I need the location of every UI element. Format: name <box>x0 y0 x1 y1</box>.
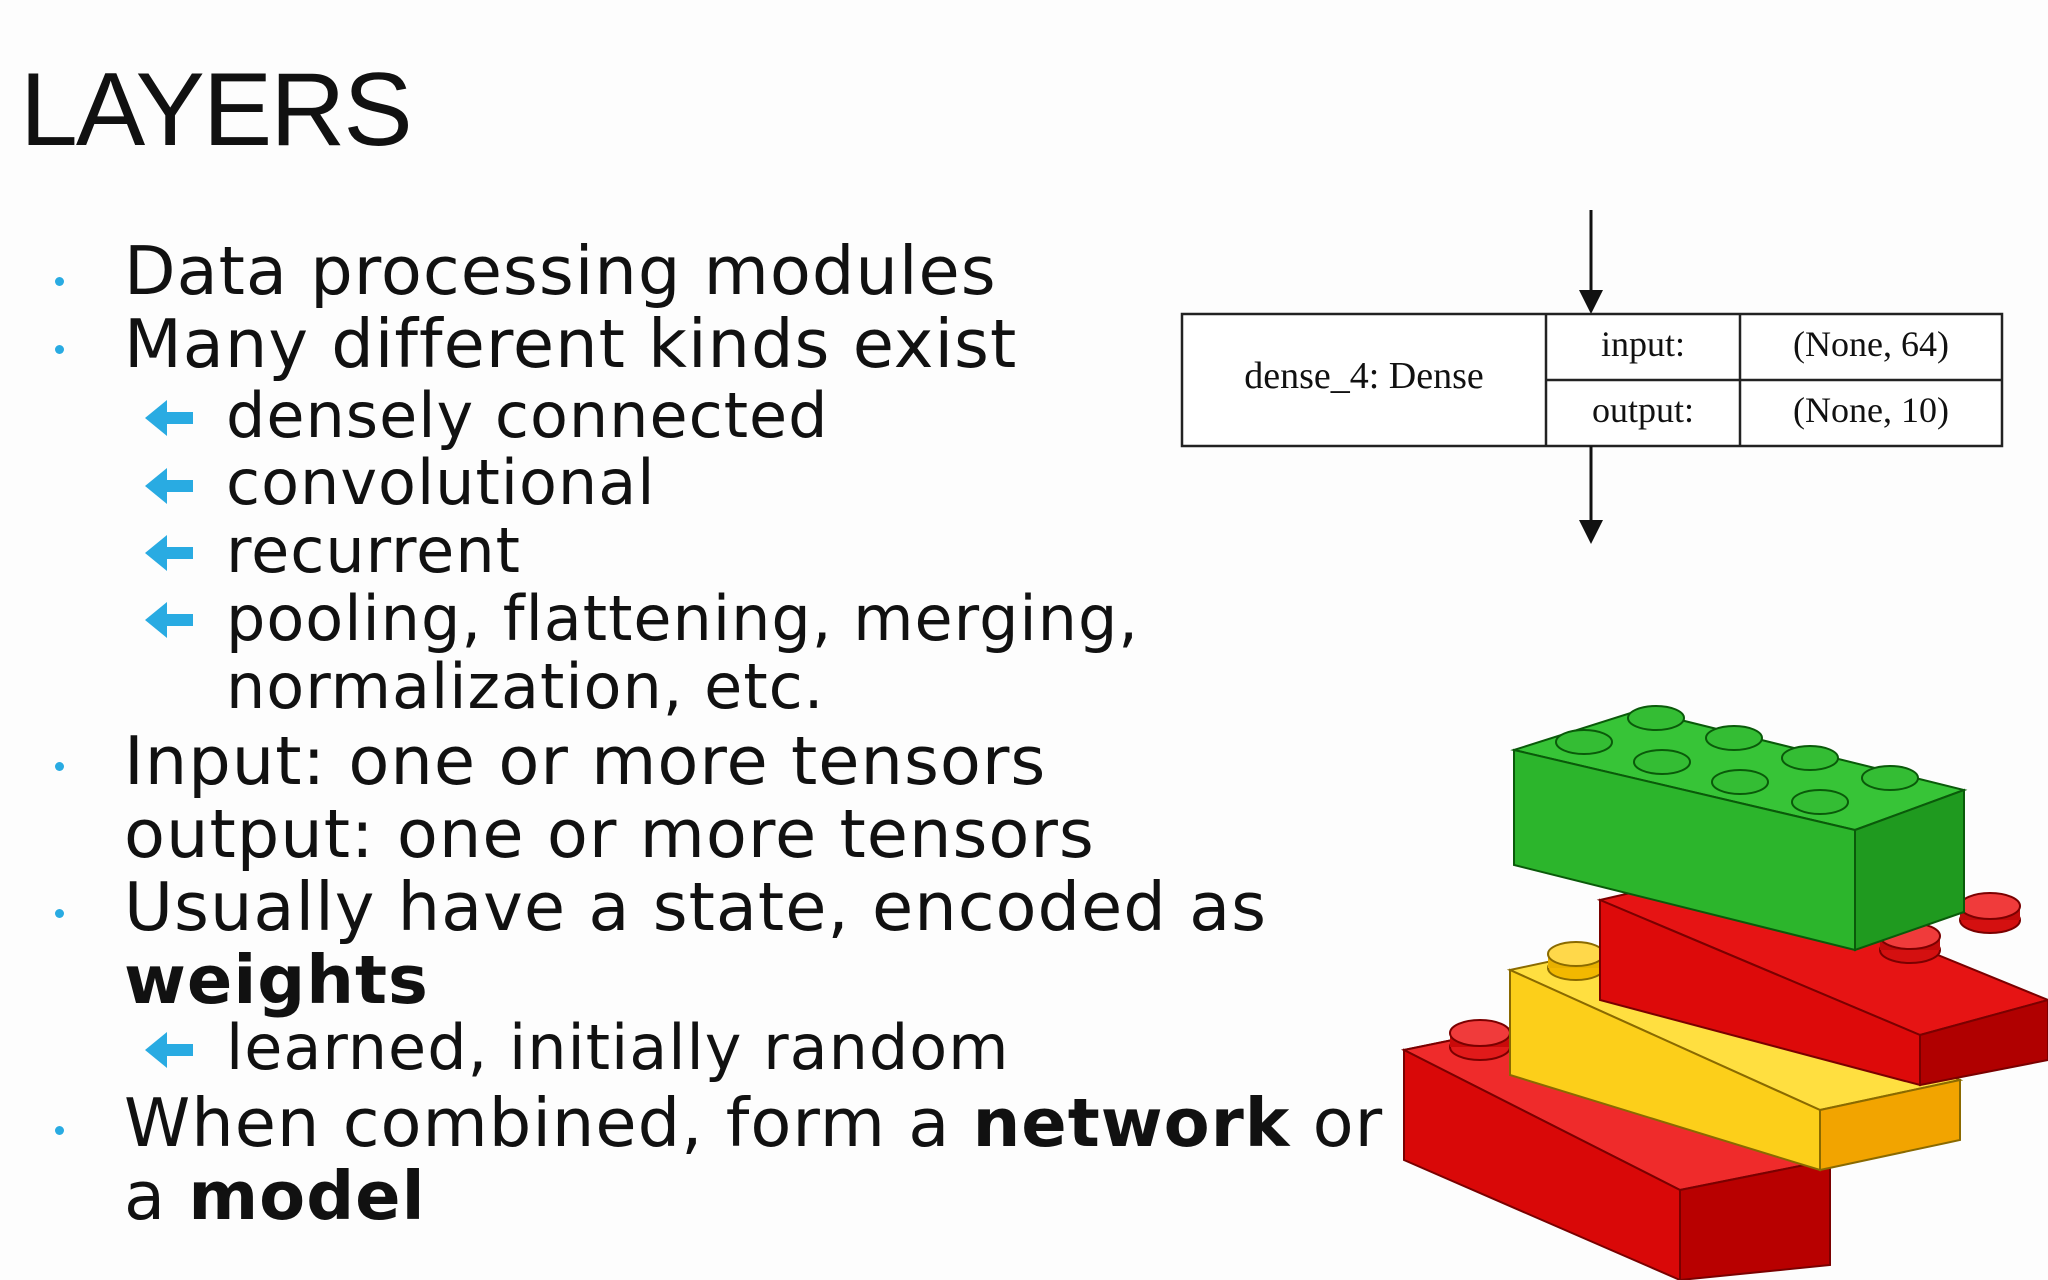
sub-bullet-item: densely connected <box>226 379 829 452</box>
layer-name: dense_4: Dense <box>1244 355 1484 397</box>
bullet-item: Usually have a state, encoded as <box>124 868 1268 946</box>
bullet-emphasis: model <box>188 1157 426 1235</box>
bullet-dot <box>55 345 64 354</box>
sub-bullet-item: pooling, flattening, merging, <box>226 582 1140 655</box>
arrow-left-icon <box>145 602 193 638</box>
bullet-item: Data processing modules <box>124 232 997 310</box>
bullet-dot <box>55 1126 64 1135</box>
bullet-text: a <box>124 1157 189 1235</box>
lego-bricks-illustration <box>1400 705 2048 1280</box>
sub-bullet-item: recurrent <box>226 514 521 587</box>
bullet-emphasis: network <box>972 1084 1291 1162</box>
output-arrow-head <box>1579 520 1603 544</box>
arrow-left-icon <box>145 535 193 571</box>
bullet-continuation: a model <box>124 1163 426 1230</box>
bullet-dot <box>55 909 64 918</box>
input-shape: (None, 64) <box>1793 324 1949 364</box>
arrow-left-icon <box>145 400 193 436</box>
input-label: input: <box>1601 324 1685 364</box>
bullet-item: When combined, form a network or <box>124 1090 1383 1157</box>
lego-brick-green <box>1510 705 1968 952</box>
sub-bullet-item: learned, initially random <box>226 1011 1010 1084</box>
bullet-item: Input: one or more tensors <box>124 722 1047 800</box>
output-shape: (None, 10) <box>1793 390 1949 430</box>
bullet-dot <box>55 762 64 771</box>
slide-title: LAYERS <box>20 52 413 168</box>
arrow-left-icon <box>145 468 193 504</box>
bullet-continuation: output: one or more tensors <box>124 795 1095 873</box>
input-arrow-head <box>1579 290 1603 314</box>
output-label: output: <box>1592 390 1694 430</box>
sub-bullet-item: convolutional <box>226 446 656 519</box>
bullet-text: or <box>1290 1084 1384 1162</box>
lego-studs <box>1555 705 1919 815</box>
sub-bullet-continuation: normalization, etc. <box>226 650 825 723</box>
bullet-item: Many different kinds exist <box>124 305 1018 383</box>
layer-diagram: dense_4: Dense input: (None, 64) output:… <box>1180 210 2004 544</box>
bullet-dot <box>55 277 64 286</box>
bullet-emphasis: weights <box>124 941 429 1019</box>
bullet-text: When combined, form a <box>124 1084 973 1162</box>
arrow-left-icon <box>145 1032 193 1068</box>
